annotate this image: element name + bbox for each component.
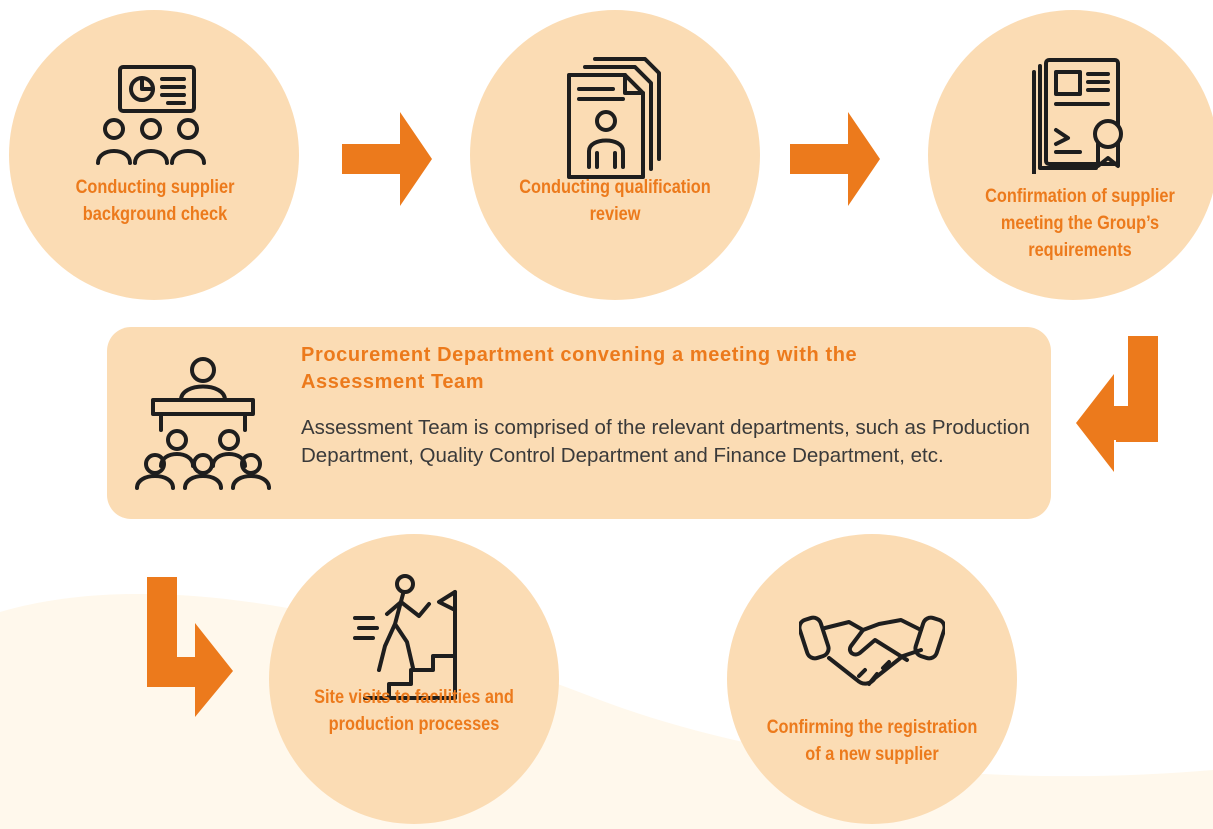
step-supplier-confirmation: [928, 10, 1213, 300]
arrow-turn-down-left-icon: [1076, 336, 1158, 472]
step-label-new-supplier-registration: Confirming the registration of a new sup…: [766, 717, 978, 765]
arrow-turn-down-right-icon: [147, 577, 233, 717]
meeting-panel: [107, 327, 1051, 519]
step-label-supplier-confirmation: Confirmation of supplier meeting the Gro…: [985, 186, 1175, 261]
step-label-site-visits: Site visits to facilities and production…: [314, 687, 514, 735]
step-background-check: [9, 10, 299, 300]
step-new-supplier-registration: [727, 534, 1017, 824]
step-label-qualification-review: Conducting qualification review: [519, 177, 711, 225]
step-qualification-review: [470, 10, 760, 300]
meeting-title: Procurement Department convening a meeti…: [301, 344, 858, 393]
handshake-icon: [799, 602, 945, 698]
climbing-stairs-flag-icon: [351, 574, 481, 704]
meeting-audience-icon: [133, 356, 273, 497]
arrow-right-icon: [342, 112, 432, 206]
resume-documents-icon: [565, 55, 665, 183]
presentation-team-icon: [92, 63, 210, 175]
step-site-visits: [269, 534, 559, 824]
meeting-description: Assessment Team is comprised of the rele…: [301, 416, 1030, 467]
arrow-right-icon: [790, 112, 880, 206]
certificate-icon: [1026, 58, 1130, 174]
step-label-background-check: Conducting supplier background check: [75, 177, 235, 225]
